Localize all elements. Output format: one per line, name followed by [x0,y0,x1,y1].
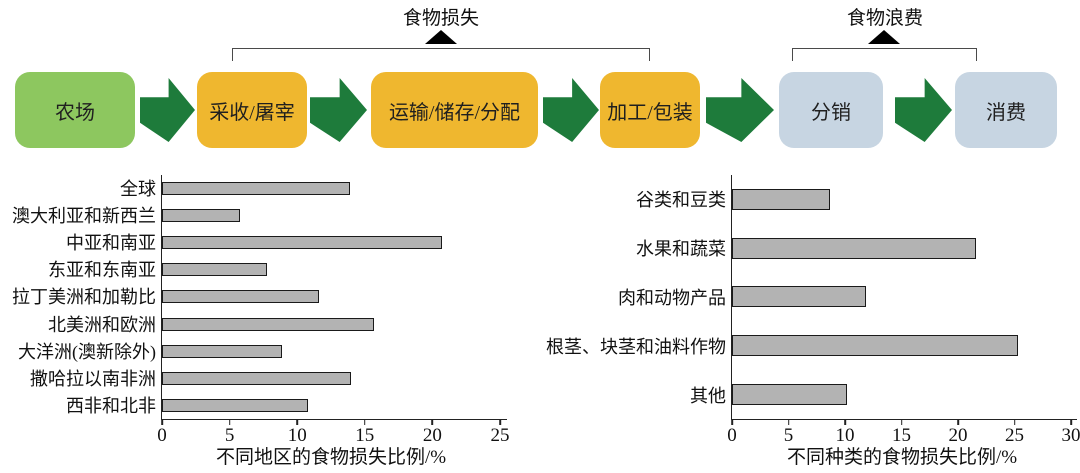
region-loss-bars [162,175,507,419]
bar [162,236,442,250]
x-axis-tick-label: 5 [224,425,235,446]
food-waste-bracket-label: 食物浪费 [846,8,924,29]
category-loss-category-labels: 谷类和豆类水果和蔬菜肉和动物产品根茎、块茎和油料作物其他 [540,175,726,420]
category-label: 澳大利亚和新西兰 [12,205,156,226]
bar [162,263,268,277]
x-axis-tick-label: 20 [422,425,442,446]
x-axis-tick-label: 15 [892,425,911,446]
bar [162,290,319,304]
category-loss-chart: 谷类和豆类水果和蔬菜肉和动物产品根茎、块茎和油料作物其他 不同种类的食物损失比例… [540,170,1080,473]
x-axis-tick-label: 30 [1061,425,1080,446]
category-loss-axis-title: 不同种类的食物损失比例/% [786,447,1018,468]
x-axis-tick-label: 20 [948,425,968,446]
region-loss-axis-title: 不同地区的食物损失比例/% [215,447,447,468]
x-axis-tick-label: 10 [287,425,307,446]
category-label: 全球 [120,178,156,199]
x-axis-tick [844,419,846,425]
x-axis-tick-label: 10 [835,425,855,446]
flow-arrow-icon [895,78,952,142]
bar-row [162,398,507,412]
bar-row [162,182,507,196]
x-axis-tick [731,419,733,425]
stage-processing-packaging: 加工/包装 [600,72,700,148]
bar [162,398,309,412]
x-axis-tick [364,419,366,425]
category-label: 肉和动物产品 [618,287,726,308]
category-loss-bars [732,175,1077,419]
bar [162,371,352,385]
stage-distribution: 分销 [779,72,883,148]
food-loss-bracket [232,48,650,61]
stage-consumption: 消费 [955,72,1057,148]
category-label: 北美洲和欧洲 [48,314,156,335]
food-waste-bracket [792,48,977,61]
x-axis-tick [228,419,231,425]
loss-pointer-triangle-icon [425,30,457,44]
x-axis-tick-label: 25 [1005,425,1024,446]
bar-row [162,344,507,358]
region-loss-plot: 不同地区的食物损失比例/% 0 5 10 15 20 25 [157,175,510,467]
region-loss-chart: 全球澳大利亚和新西兰中亚和南亚东亚和东南亚拉丁美洲和加勒比北美洲和欧洲大洋洲(澳… [2,170,540,473]
bar [162,209,241,223]
x-axis-tick-label: 25 [490,425,510,446]
bar-row [162,209,507,223]
x-axis-tick [296,419,298,425]
bar [732,188,831,210]
stage-transport-storage-distribution: 运输/储存/分配 [371,72,538,148]
bar-row [732,286,1077,308]
bar-row [732,237,1077,259]
x-axis-tick [1070,419,1072,425]
x-axis-tick [900,419,903,425]
category-label: 西非和北非 [66,396,156,417]
category-loss-plot: 不同种类的食物损失比例/% 0 5 10 15 20 25 30 [727,175,1080,467]
bar [732,335,1018,357]
bar-row [732,335,1077,357]
x-axis-tick [787,419,790,425]
category-label: 中亚和南亚 [66,233,156,254]
x-axis-tick-label: 5 [783,425,794,446]
stage-harvest-slaughter: 采收/屠宰 [197,72,307,148]
category-label: 拉丁美洲和加勒比 [12,287,156,308]
bar [162,344,283,358]
bar-row [162,236,507,250]
x-axis-tick-label: 0 [157,425,167,446]
food-loss-bracket-label: 食物损失 [402,8,480,29]
flow-arrow-icon [310,78,367,142]
waste-pointer-triangle-icon [868,30,900,44]
bar [162,317,375,331]
category-label: 水果和蔬菜 [636,238,726,259]
bar [732,237,977,259]
category-label: 东亚和东南亚 [48,260,156,281]
category-label: 其他 [690,385,726,406]
bar-row [162,317,507,331]
category-label: 撒哈拉以南非洲 [30,369,156,390]
bar-row [732,188,1077,210]
flow-arrow-icon [140,78,195,142]
x-axis-tick-label: 0 [727,425,737,446]
x-axis-tick [1013,419,1016,425]
flow-arrow-icon [706,78,774,142]
category-label: 谷类和豆类 [636,189,726,210]
bar-row [732,384,1077,406]
stage-farm: 农场 [15,72,135,148]
category-label: 大洋洲(澳新除外) [18,341,156,362]
bar-row [162,371,507,385]
x-axis-tick [161,419,163,425]
region-loss-category-labels: 全球澳大利亚和新西兰中亚和南亚东亚和东南亚拉丁美洲和加勒比北美洲和欧洲大洋洲(澳… [2,175,156,420]
x-axis-tick [499,419,501,425]
bar [162,182,350,196]
bar-row [162,290,507,304]
bar-row [162,263,507,277]
x-axis-tick [431,419,434,425]
flow-arrow-icon [543,78,599,142]
x-axis-tick-label: 15 [355,425,375,446]
category-label: 根茎、块茎和油料作物 [546,336,726,357]
x-axis-tick [957,419,959,425]
bar [732,286,867,308]
bar [732,384,848,406]
